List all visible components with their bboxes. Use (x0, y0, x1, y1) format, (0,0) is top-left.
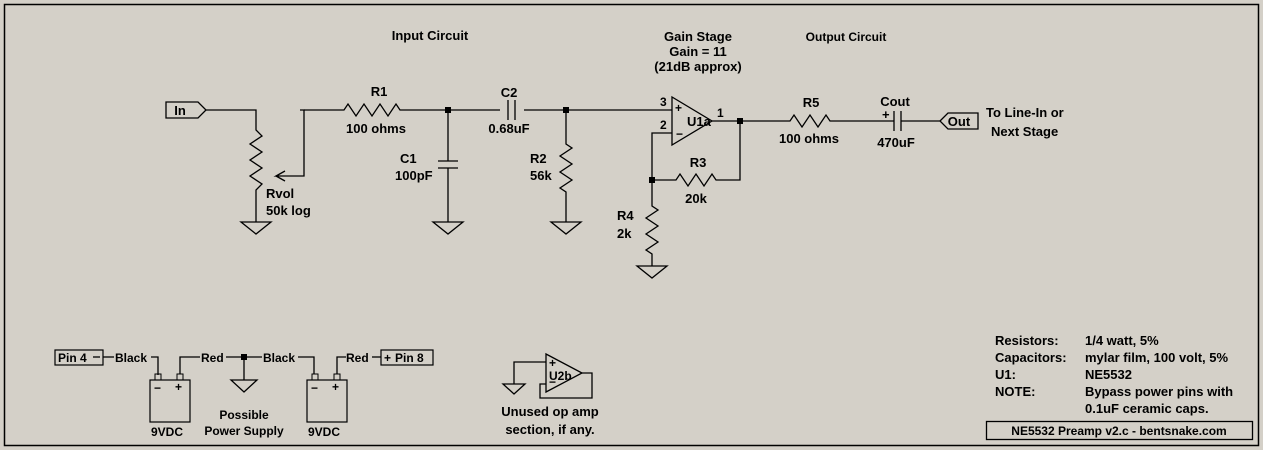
c2-value: 0.68uF (488, 121, 529, 136)
wire-label-black-2: Black (263, 351, 295, 365)
c1-value: 100pF (395, 168, 433, 183)
unused-opamp-caption-line1: Unused op amp (501, 404, 599, 419)
out-port: Out (939, 112, 979, 130)
note-label: NOTE: (995, 384, 1035, 399)
title-block-text: NE5532 Preamp v2.c - bentsnake.com (1011, 424, 1226, 438)
note-label: U1: (995, 367, 1016, 382)
note-label: Capacitors: (995, 350, 1067, 365)
in-port-label: In (174, 103, 186, 118)
u2b-name: U2b (549, 369, 572, 383)
r5-value: 100 ohms (779, 131, 839, 146)
rvol-potentiometer: Rvol 50k log (206, 109, 311, 235)
c1-capacitor: C1 100pF (395, 110, 465, 235)
r2-value: 56k (530, 168, 552, 183)
note-label: Resistors: (995, 333, 1059, 348)
out-port-label: Out (948, 114, 971, 129)
gain-value: Gain = 11 (669, 44, 726, 59)
battery-2-label: 9VDC (308, 425, 340, 439)
cout-capacitor: + Cout 470uF (877, 94, 940, 150)
r4-value: 2k (617, 226, 632, 241)
power-supply: Pin 4 Black − + 9VDC Red Black Possible … (54, 349, 434, 439)
rvol-value: 50k log (266, 203, 311, 218)
battery-1-plus: + (175, 380, 182, 394)
battery-2-minus: − (311, 381, 318, 395)
battery-1-label: 9VDC (151, 425, 183, 439)
rvol-name: Rvol (266, 186, 294, 201)
u1a-plus-sign: + (675, 101, 682, 115)
u2b-opamp: + − U2b Unused op amp section, if any. (501, 352, 599, 437)
note-value: 1/4 watt, 5% (1085, 333, 1159, 348)
u1a-opamp: + − U1a 3 2 1 (640, 95, 740, 180)
r3-value: 20k (685, 191, 707, 206)
gain-stage-title: Gain Stage (664, 29, 732, 44)
r1-name: R1 (371, 84, 388, 99)
power-supply-caption-line2: Power Supply (204, 424, 284, 438)
battery-1 (149, 379, 191, 423)
wire-label-red-1: Red (201, 351, 224, 365)
pin8-label: Pin 8 (395, 351, 424, 365)
u2b-minus-sign: − (549, 375, 556, 389)
note-value: Bypass power pins with (1085, 384, 1233, 399)
output-circuit-title: Output Circuit (806, 30, 887, 44)
c2-name: C2 (501, 85, 518, 100)
note-value: mylar film, 100 volt, 5% (1085, 350, 1229, 365)
u1a-pin-2: 2 (660, 118, 667, 132)
r2-resistor: R2 56k (530, 110, 583, 235)
output-destination-line1: To Line-In or (986, 105, 1064, 120)
gain-db: (21dB approx) (654, 59, 741, 74)
in-port: In (165, 101, 207, 119)
r5-resistor: R5 100 ohms (740, 95, 890, 146)
output-destination-line2: Next Stage (991, 124, 1058, 139)
power-supply-caption-line1: Possible (219, 408, 269, 422)
battery-2-plus: + (332, 380, 339, 394)
pin8-plus: + (384, 351, 391, 365)
unused-opamp-caption-line2: section, if any. (505, 422, 594, 437)
u1a-minus-sign: − (676, 127, 683, 141)
r4-name: R4 (617, 208, 634, 223)
cout-value: 470uF (877, 135, 915, 150)
r1-resistor: R1 100 ohms (304, 84, 640, 136)
r3-name: R3 (690, 155, 707, 170)
note-value: 0.1uF ceramic caps. (1085, 401, 1209, 416)
input-circuit-title: Input Circuit (392, 28, 469, 43)
wire-label-black-1: Black (115, 351, 147, 365)
wire-label-red-2: Red (346, 351, 369, 365)
u1a-pin-3: 3 (660, 95, 667, 109)
title-block: NE5532 Preamp v2.c - bentsnake.com (985, 420, 1254, 441)
pin4-label: Pin 4 (58, 351, 87, 365)
r3-resistor: R3 20k (652, 121, 741, 206)
c2-capacitor: C2 0.68uF (488, 85, 529, 136)
junction-dot (445, 107, 451, 113)
cout-name: Cout (880, 94, 910, 109)
u1a-name: U1a (687, 114, 712, 129)
notes-block: Resistors: 1/4 watt, 5% Capacitors: myla… (995, 333, 1233, 416)
u1a-pin-1: 1 (717, 106, 724, 120)
r4-resistor: R4 2k (617, 180, 669, 279)
r2-name: R2 (530, 151, 547, 166)
junction-dot (563, 107, 569, 113)
note-value: NE5532 (1085, 367, 1132, 382)
schematic-frame (3, 3, 1260, 447)
battery-1-minus: − (154, 381, 161, 395)
r5-name: R5 (803, 95, 820, 110)
pin8-label-box (380, 349, 434, 366)
r1-value: 100 ohms (346, 121, 406, 136)
u2b-plus-sign: + (549, 356, 556, 370)
c1-name: C1 (400, 151, 417, 166)
cout-plus-sign: + (882, 107, 890, 122)
battery-2 (306, 379, 348, 423)
